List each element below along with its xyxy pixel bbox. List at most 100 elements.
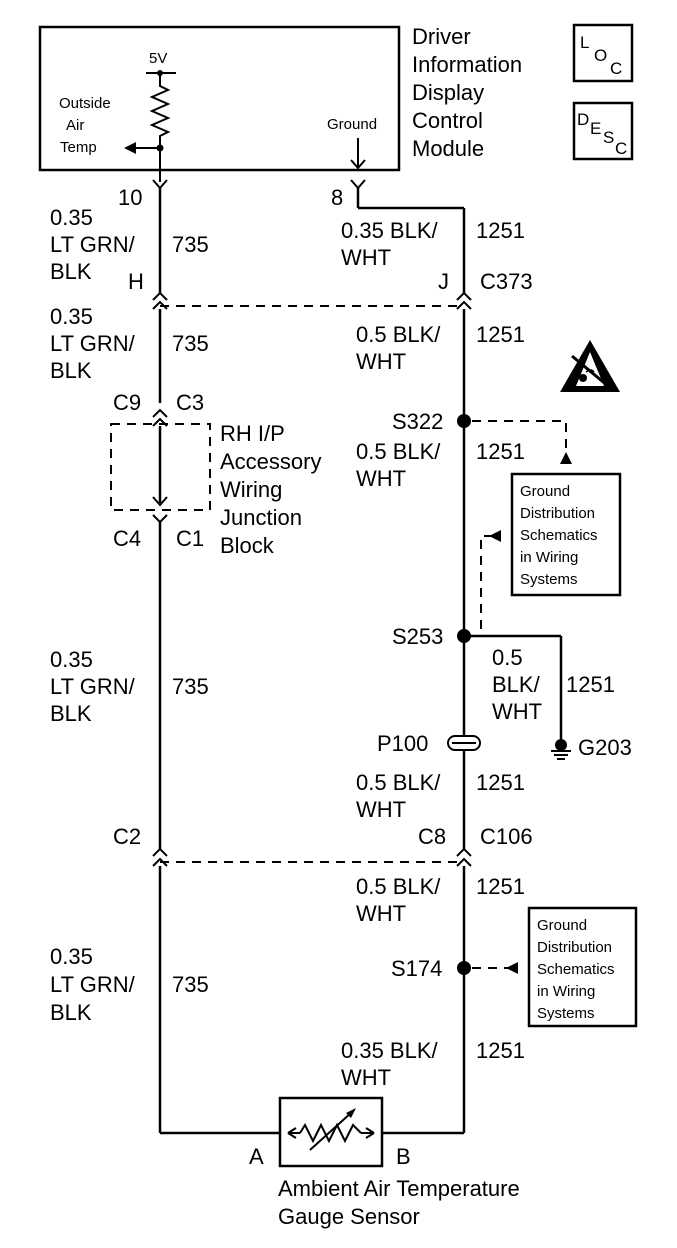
right-seg5-circuit: 1251 (476, 874, 525, 899)
desc-letter-c: C (615, 139, 627, 158)
loc-letter-c: C (610, 59, 622, 78)
module-title-line-1: Driver (412, 24, 471, 49)
rh-ip-junction-block: C9 C3 C4 C1 RH I/P Accessory Wiring Junc… (110, 390, 321, 558)
c373-pin-j: J (438, 269, 449, 294)
jb-c1: C1 (176, 526, 204, 551)
left-seg1-color-2: BLK (50, 259, 92, 284)
desc-icon[interactable]: D E S C (572, 101, 634, 161)
splice-s174: S174 (391, 956, 518, 981)
ground-ref-box-2[interactable]: Ground Distribution Schematics in Wiring… (527, 906, 638, 1028)
ref1-line-1: Ground (520, 483, 570, 500)
s322-arrow-icon (560, 452, 572, 464)
left-seg1-size: 0.35 (50, 205, 93, 230)
s322-dash (472, 420, 567, 452)
pullup-resistor (149, 73, 171, 182)
left-seg1-circuit: 735 (172, 232, 209, 257)
ref1-line-2: Distribution (520, 505, 595, 522)
jb-label-4: Junction (220, 505, 302, 530)
right-seg2-line-1: 0.5 BLK/ (356, 322, 441, 347)
branch-circuit: 1251 (566, 672, 615, 697)
module-title-line-3: Display (412, 80, 484, 105)
right-seg6-circuit: 1251 (476, 1038, 525, 1063)
left-seg4-size: 0.35 (50, 944, 93, 969)
desc-letter-d: D (577, 110, 589, 129)
jb-label-2: Accessory (220, 449, 321, 474)
oat-label-line-1: Outside (59, 95, 111, 112)
module-title-line-5: Module (412, 136, 484, 161)
jb-label-3: Wiring (220, 477, 282, 502)
s253-arrow-icon (489, 530, 501, 542)
s253-dash (472, 535, 491, 637)
junction-block-box (110, 423, 211, 511)
module-title-line-2: Information (412, 52, 522, 77)
supply-5v-label: 5V (149, 50, 167, 67)
ref2-line-1: Ground (537, 917, 587, 934)
right-seg4-line-2: WHT (356, 797, 406, 822)
s174-arrow-icon (506, 962, 518, 974)
left-seg1-color-1: LT GRN/ (50, 232, 136, 257)
right-seg5-line-1: 0.5 BLK/ (356, 874, 441, 899)
ref1-line-4: in Wiring (520, 549, 578, 566)
jb-c9: C9 (113, 390, 141, 415)
oat-label-line-2: Air (66, 117, 84, 134)
sensor-box (278, 1096, 384, 1168)
right-seg3-circuit: 1251 (476, 439, 525, 464)
p100-pass-through: P100 (377, 731, 481, 756)
jb-c3: C3 (176, 390, 204, 415)
ref1-line-5: Systems (520, 571, 578, 588)
connector-c106: C2 C8 C106 (113, 824, 533, 863)
left-seg3-color-1: LT GRN/ (50, 674, 136, 699)
loc-icon[interactable]: L O C (572, 23, 634, 83)
right-wire-1251 (350, 179, 472, 1135)
right-seg6-line-2: WHT (341, 1065, 391, 1090)
c373-name: C373 (480, 269, 533, 294)
esd-warning-icon (560, 340, 620, 392)
right-seg1-line-2: WHT (341, 245, 391, 270)
jb-c4: C4 (113, 526, 141, 551)
c106-pin-c2: C2 (113, 824, 141, 849)
jb-label-1: RH I/P (220, 421, 285, 446)
left-seg4-circuit: 735 (172, 972, 209, 997)
pin-8-fork (350, 179, 366, 190)
left-seg3-circuit: 735 (172, 674, 209, 699)
ground-ref-box-1[interactable]: Ground Distribution Schematics in Wiring… (510, 472, 622, 597)
left-seg2-color-2: BLK (50, 358, 92, 383)
oat-arrow-icon (124, 142, 136, 154)
sensor-pin-a: A (249, 1144, 264, 1169)
c106-name: C106 (480, 824, 533, 849)
desc-letter-e: E (590, 119, 601, 138)
driver-info-display-module: Driver Information Display Control Modul… (38, 24, 522, 210)
left-seg4-color-1: LT GRN/ (50, 972, 136, 997)
ref2-line-2: Distribution (537, 939, 612, 956)
right-seg1-circuit: 1251 (476, 218, 525, 243)
ground-input-arrow-icon (350, 159, 366, 170)
left-seg2-size: 0.35 (50, 304, 93, 329)
splice-s322: S322 (392, 409, 572, 464)
c106-pin-c8: C8 (418, 824, 446, 849)
jb-label-5: Block (220, 533, 275, 558)
sensor-name-line-2: Gauge Sensor (278, 1204, 420, 1229)
connector-c373: H J C373 (128, 269, 533, 307)
sensor-pin-b: B (396, 1144, 411, 1169)
oat-label-line-3: Temp (60, 139, 97, 156)
s322-label: S322 (392, 409, 443, 434)
ground-label: Ground (327, 116, 377, 133)
sensor-name-line-1: Ambient Air Temperature (278, 1176, 520, 1201)
sensor-right-arrow-icon (365, 1127, 375, 1139)
left-seg2-color-1: LT GRN/ (50, 331, 136, 356)
module-title-line-4: Control (412, 108, 483, 133)
right-seg3-line-1: 0.5 BLK/ (356, 439, 441, 464)
sensor-left-arrow-icon (287, 1127, 297, 1139)
g203-label: G203 (578, 735, 632, 760)
thermistor-icon (299, 1122, 362, 1144)
ref2-line-3: Schematics (537, 961, 615, 978)
s253-label: S253 (392, 624, 443, 649)
right-seg2-line-2: WHT (356, 349, 406, 374)
loc-letter-o: O (594, 46, 607, 65)
branch-line-2: BLK/ (492, 672, 541, 697)
s174-label: S174 (391, 956, 442, 981)
ground-g203: G203 (551, 735, 632, 760)
ref1-line-3: Schematics (520, 527, 598, 544)
ref2-line-4: in Wiring (537, 983, 595, 1000)
